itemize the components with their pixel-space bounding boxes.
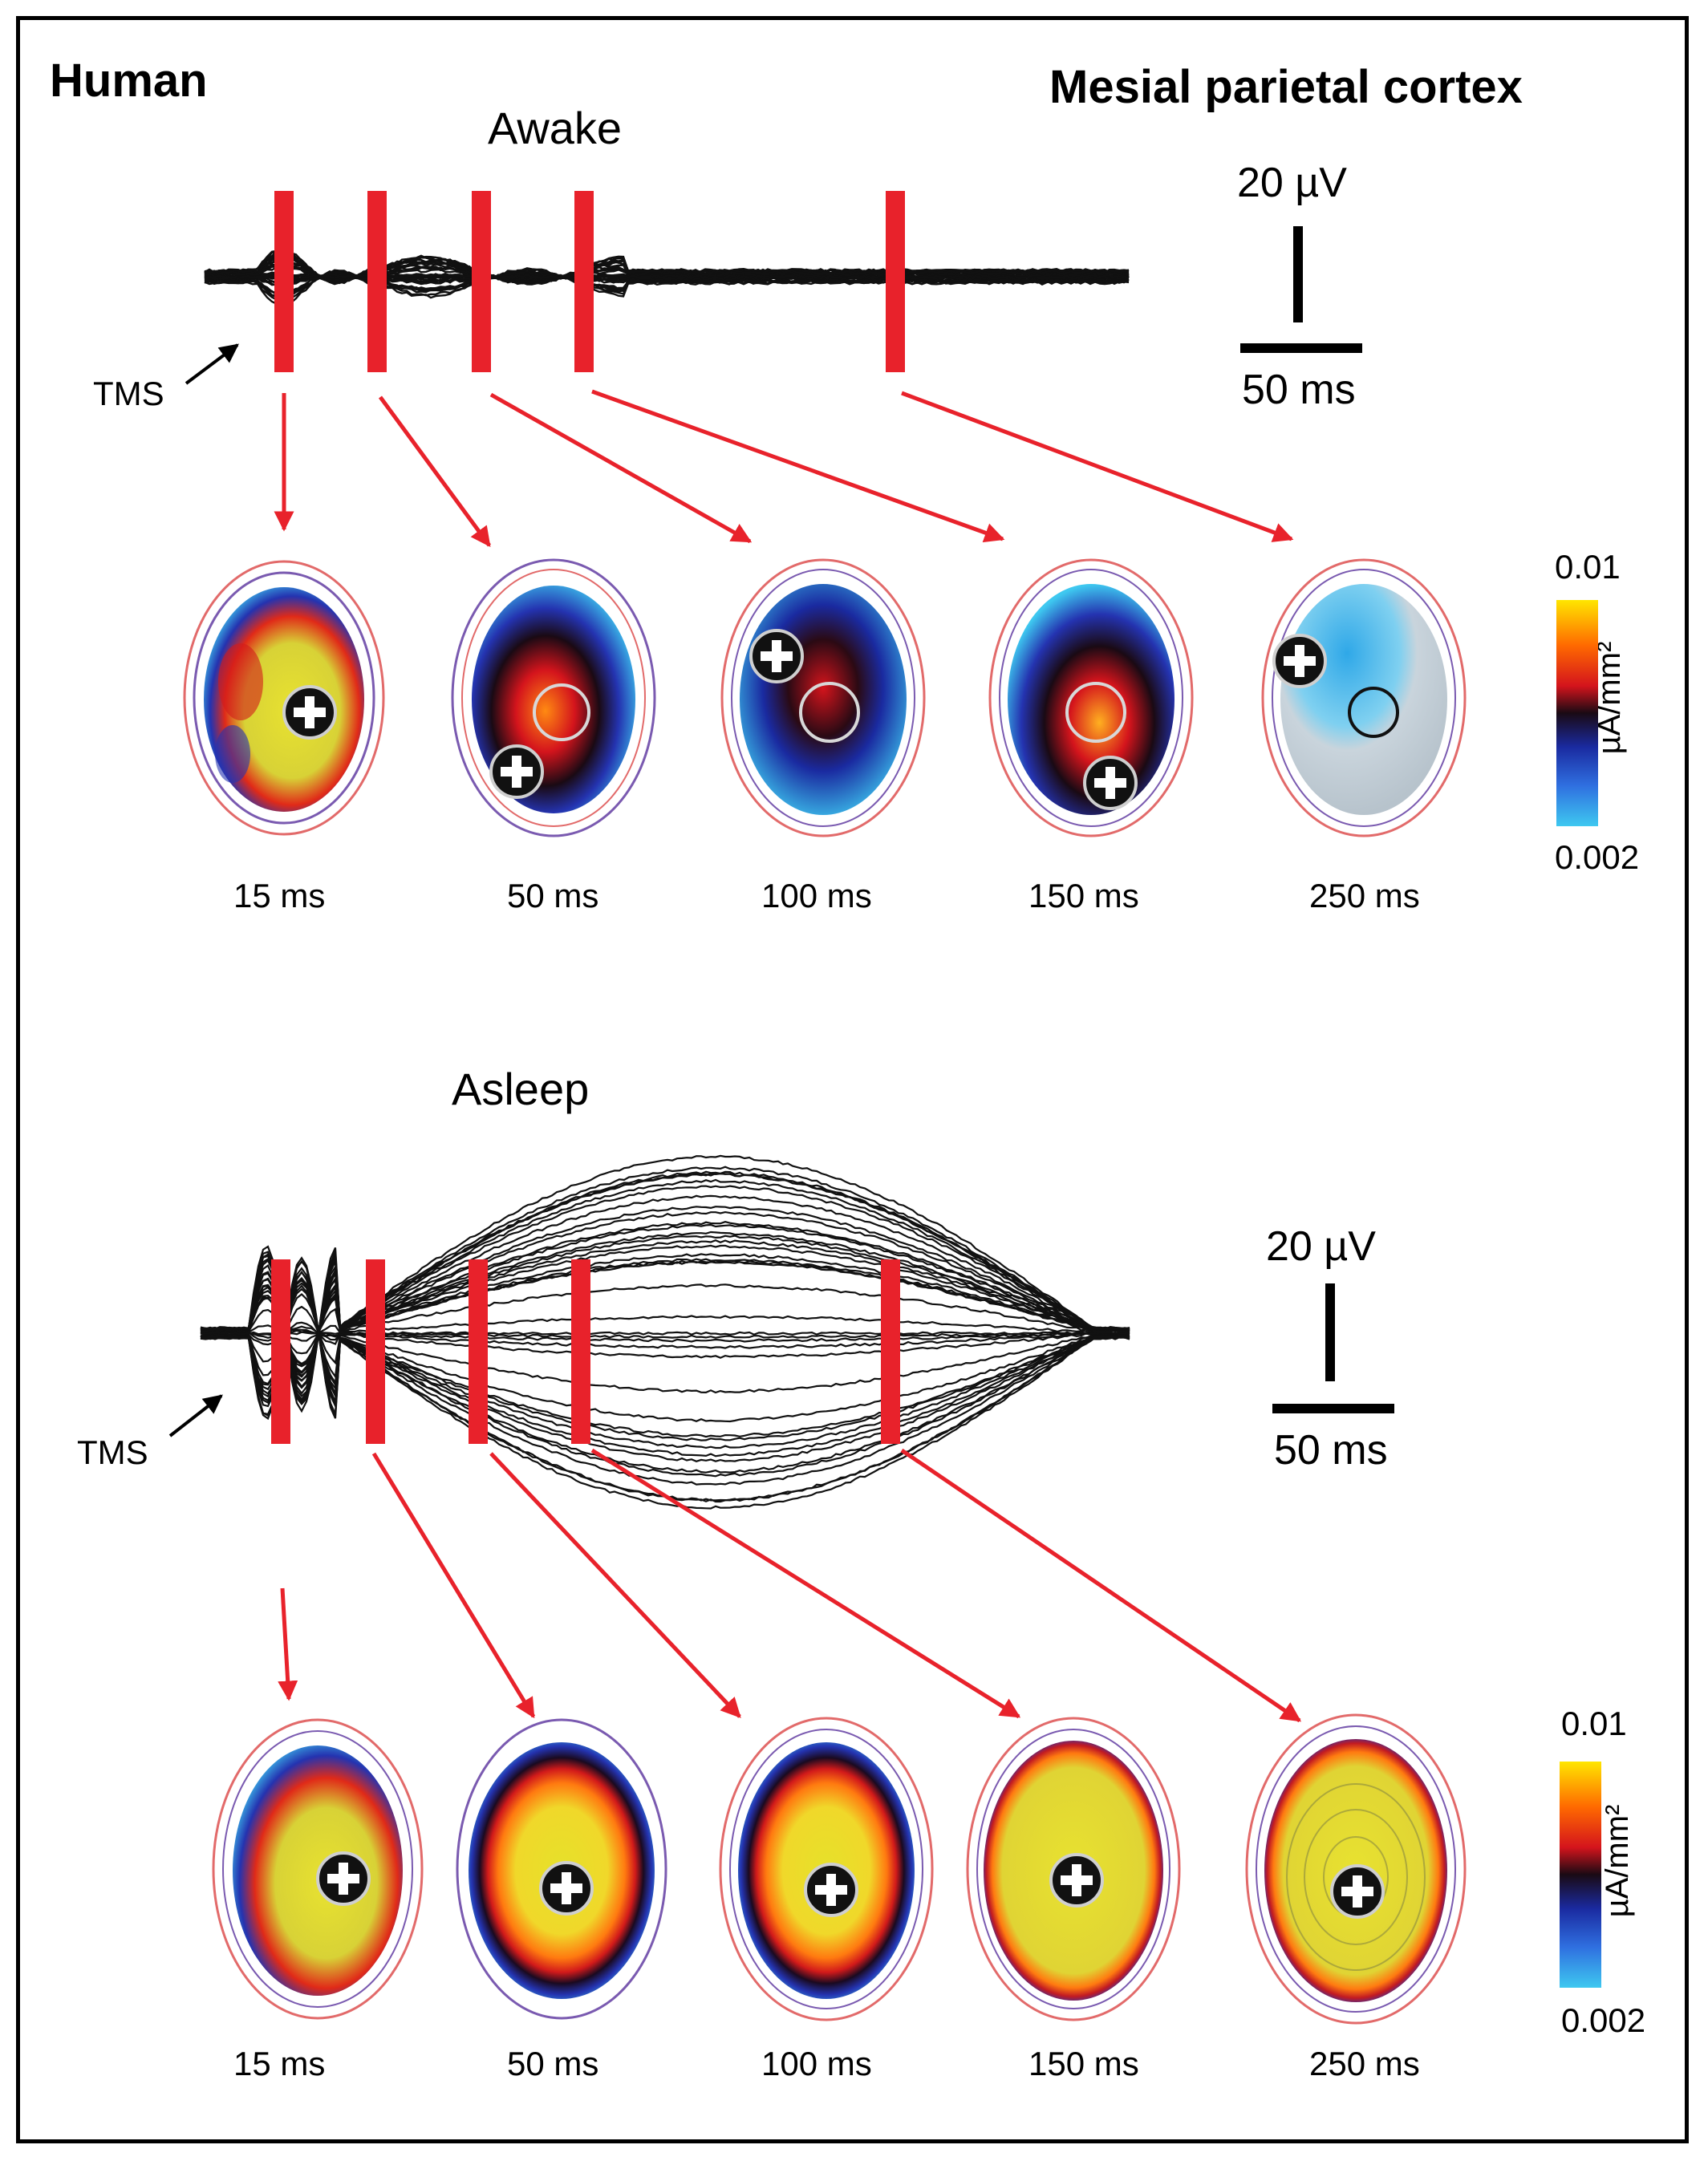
asleep-trace-line (201, 1331, 1130, 1336)
tms-label-awake: TMS (93, 375, 164, 412)
arrow-asleep-150 (590, 1448, 1021, 1719)
arrow-awake-50 (378, 395, 492, 548)
arrow-awake-100 (489, 392, 753, 544)
marker-asleep-250 (881, 1259, 900, 1444)
brain-map-awake-15 (183, 560, 385, 836)
time-scale-label-asleep: 50 ms (1274, 1427, 1388, 1474)
colorbar-min-awake: 0.002 (1555, 838, 1640, 876)
arrow-asleep-15 (278, 1587, 298, 1701)
marker-asleep-15 (271, 1259, 290, 1444)
scale-bar-asleep (1272, 1283, 1394, 1413)
brain-map-awake-100 (720, 558, 926, 837)
plus-in-circle-icon (1083, 756, 1138, 810)
colorbar-max-asleep: 0.01 (1561, 1705, 1627, 1742)
plus-in-circle-icon (539, 1861, 594, 1916)
awake-arrows (274, 389, 1294, 548)
awake-trace-line (204, 256, 1130, 284)
plus-in-circle-icon (1049, 1853, 1104, 1908)
asleep-trace-line (200, 1235, 1130, 1377)
arrow-awake-250 (901, 391, 1294, 542)
asleep-trace-line (200, 1185, 1130, 1398)
time-scale-label-awake: 50 ms (1242, 367, 1356, 413)
asleep-trace-line (200, 1172, 1130, 1403)
tms-arrow-asleep-icon (168, 1394, 223, 1437)
asleep-time-markers (271, 1259, 900, 1444)
asleep-trace-line (200, 1166, 1130, 1405)
colorbar-awake (1556, 600, 1598, 826)
asleep-trace-line (200, 1154, 1130, 1413)
arrow-asleep-50 (371, 1452, 536, 1719)
asleep-trace-line (200, 1315, 1130, 1342)
time-label-asleep-250: 250 ms (1309, 2045, 1420, 2082)
marker-asleep-100 (469, 1259, 488, 1444)
marker-awake-150 (574, 191, 594, 372)
awake-label: Awake (488, 103, 623, 153)
site-circles (533, 682, 1399, 743)
time-label-awake-50: 50 ms (507, 877, 599, 914)
plus-in-circle-icon (804, 1863, 858, 1917)
asleep-trace-line (200, 1305, 1130, 1394)
asleep-trace-line (200, 1282, 1130, 1449)
species-label: Human (50, 55, 208, 107)
brain-map-asleep-15 (212, 1718, 424, 2020)
plus-in-circle-icon (1272, 634, 1327, 688)
awake-trace-line (204, 274, 1130, 282)
marker-asleep-50 (366, 1259, 385, 1444)
marker-awake-15 (274, 191, 294, 372)
brain-map-awake-50 (451, 558, 656, 837)
asleep-label: Asleep (452, 1064, 590, 1114)
asleep-trace-line (200, 1270, 1130, 1474)
asleep-trace-line (200, 1279, 1130, 1458)
stimulation-site-icons (282, 629, 1385, 1919)
colorbar-max-awake: 0.01 (1555, 548, 1621, 586)
arrow-asleep-100 (489, 1452, 741, 1718)
marker-awake-100 (472, 191, 491, 372)
figure-frame (16, 16, 1689, 2143)
time-label-asleep-15: 15 ms (233, 2045, 326, 2082)
plus-in-circle-icon (489, 744, 544, 799)
asleep-trace-line (200, 1293, 1130, 1423)
plus-in-circle-icon (316, 1851, 371, 1906)
arrow-awake-150 (591, 389, 1005, 543)
marker-asleep-150 (571, 1259, 590, 1444)
awake-time-markers (274, 191, 905, 372)
awake-brain-maps (183, 558, 1467, 837)
brain-map-awake-150 (988, 558, 1194, 837)
scale-bar-awake (1240, 226, 1362, 353)
plus-in-circle-icon (1330, 1864, 1385, 1919)
marker-awake-250 (886, 191, 905, 372)
awake-eeg-traces (204, 247, 1130, 306)
colorbar-min-asleep: 0.002 (1561, 2001, 1646, 2039)
voltage-scale-label-awake: 20 µV (1237, 160, 1347, 206)
asleep-trace-line (200, 1244, 1130, 1374)
colorbar-asleep (1560, 1762, 1601, 1988)
asleep-eeg-traces (200, 1154, 1130, 1510)
arrow-asleep-250 (900, 1448, 1302, 1723)
asleep-trace-line (200, 1210, 1130, 1389)
asleep-trace-line (200, 1206, 1130, 1389)
plus-in-circle-icon (282, 685, 337, 740)
time-label-awake-150: 150 ms (1028, 877, 1139, 914)
brain-map-awake-250 (1261, 558, 1467, 837)
asleep-trace-line (200, 1283, 1130, 1355)
time-label-asleep-50: 50 ms (507, 2045, 599, 2082)
marker-awake-50 (367, 191, 387, 372)
plus-in-circle-icon (749, 629, 804, 683)
asleep-trace-line (200, 1223, 1130, 1382)
asleep-trace-line (200, 1170, 1130, 1405)
region-label: Mesial parietal cortex (1049, 61, 1523, 113)
tms-arrow-awake-icon (185, 343, 239, 385)
asleep-trace-line (200, 1287, 1130, 1438)
asleep-trace-line (200, 1172, 1130, 1405)
time-label-asleep-150: 150 ms (1028, 2045, 1139, 2082)
time-label-awake-250: 250 ms (1309, 877, 1420, 914)
asleep-trace-line (200, 1284, 1130, 1441)
time-label-awake-100: 100 ms (761, 877, 872, 914)
time-label-awake-15: 15 ms (233, 877, 326, 914)
asleep-arrows (278, 1448, 1302, 1723)
voltage-scale-label-asleep: 20 µV (1266, 1223, 1376, 1270)
time-label-asleep-100: 100 ms (761, 2045, 872, 2082)
tms-label-asleep: TMS (77, 1433, 148, 1471)
